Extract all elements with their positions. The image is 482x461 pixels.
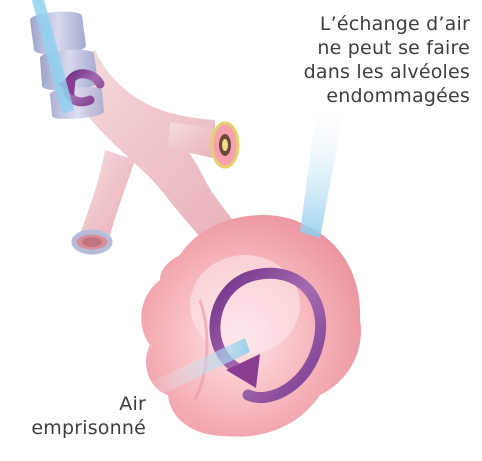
caption-line: emprisonné <box>6 416 146 440</box>
pointer-beam-top <box>300 96 345 238</box>
caption-line: dans les alvéoles <box>250 60 470 84</box>
damaged-alveolus <box>141 215 361 437</box>
bronchus-left-branch <box>80 150 135 243</box>
caption-line: L’échange d’air <box>250 12 470 36</box>
caption-line: endommagées <box>250 84 470 108</box>
caption-line: Air <box>6 392 146 416</box>
caption-line: ne peut se faire <box>250 36 470 60</box>
damaged-alveoli-caption: L’échange d’air ne peut se faire dans le… <box>250 12 470 108</box>
bronchial-tree <box>30 12 250 252</box>
trapped-air-caption: Air emprisonné <box>6 392 146 440</box>
